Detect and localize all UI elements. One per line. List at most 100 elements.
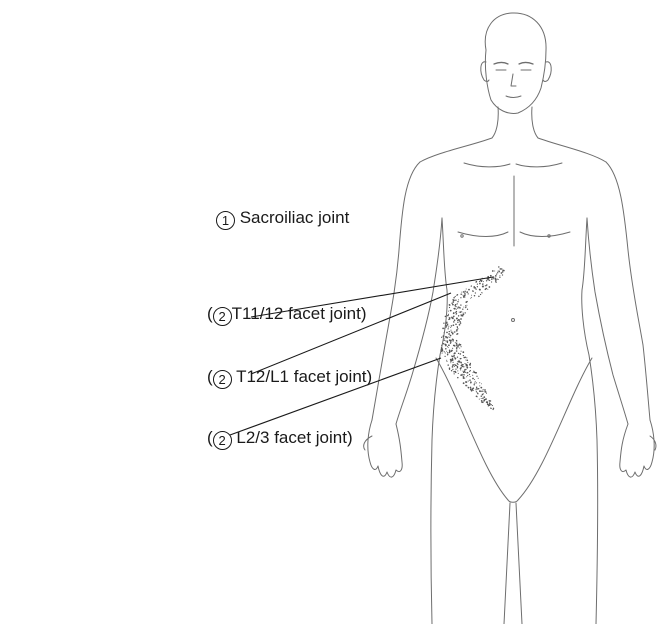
stipple-dot: [481, 383, 482, 384]
stipple-dot: [499, 277, 500, 278]
stipple-dot: [483, 396, 485, 398]
stipple-dot: [459, 362, 460, 363]
stipple-dot: [467, 375, 468, 376]
stipple-dot: [457, 367, 458, 368]
stipple-dot: [452, 364, 454, 366]
stipple-dot: [464, 293, 465, 294]
stipple-dot: [488, 405, 489, 406]
left-hand: [364, 420, 403, 477]
stipple-dot: [481, 280, 483, 282]
stipple-dot: [450, 342, 451, 343]
stipple-dot: [477, 393, 478, 394]
stipple-dot: [460, 367, 462, 369]
stipple-dot: [459, 307, 461, 309]
stipple-dot: [456, 347, 457, 348]
stipple-dot: [449, 337, 450, 338]
stipple-dot: [474, 379, 475, 380]
stipple-dot: [462, 315, 464, 317]
stipple-dot: [452, 362, 453, 363]
stipple-dot: [476, 376, 477, 377]
stipple-dot: [470, 387, 471, 388]
stipple-dot: [482, 283, 483, 284]
stipple-dot: [452, 369, 453, 370]
stipple-dot: [460, 362, 462, 364]
stipple-dot: [453, 356, 454, 357]
stipple-dot: [464, 378, 465, 379]
mouth: [506, 96, 521, 98]
stipple-dot: [449, 307, 450, 308]
stipple-dot: [482, 402, 483, 403]
stipple-dot: [443, 343, 444, 344]
pain-distribution-area: [440, 266, 504, 410]
stipple-dot: [475, 389, 476, 390]
stipple-dot: [464, 297, 465, 298]
stipple-dot: [462, 295, 463, 296]
stipple-dot: [444, 356, 445, 357]
stipple-dot: [443, 340, 444, 341]
stipple-dot: [441, 348, 443, 350]
label-l2-3-facet-joint: (2 L2/3 facet joint): [207, 428, 353, 450]
stipple-dot: [454, 319, 456, 321]
stipple-dot: [502, 274, 503, 275]
stipple-dot: [458, 373, 459, 374]
neck-left: [420, 107, 498, 162]
stipple-dot: [463, 357, 464, 358]
stipple-dot: [448, 311, 449, 312]
stipple-dot: [470, 367, 471, 368]
right-arm-inner: [587, 218, 628, 424]
stipple-dot: [463, 307, 464, 308]
stipple-dot: [493, 408, 494, 409]
stipple-dot: [454, 331, 455, 332]
stipple-dot: [449, 369, 450, 370]
stipple-dot: [445, 325, 446, 326]
stipple-dot: [466, 365, 467, 366]
stipple-dot: [465, 360, 466, 361]
stipple-dot: [465, 301, 467, 303]
stipple-dot: [486, 280, 487, 281]
stipple-dot: [456, 341, 457, 342]
stipple-dot: [457, 361, 459, 363]
stipple-dot: [458, 299, 459, 300]
stipple-dot: [461, 292, 462, 293]
stipple-dot: [484, 389, 486, 391]
stipple-dot: [466, 367, 468, 369]
stipple-dot: [490, 275, 492, 277]
stipple-dot: [456, 340, 457, 341]
stipple-dot: [452, 299, 453, 300]
stipple-dot: [470, 376, 471, 377]
stipple-dot: [456, 343, 457, 344]
stipple-dot: [455, 300, 456, 301]
stipple-dot: [468, 387, 470, 389]
stipple-dot: [461, 346, 462, 347]
label-sacroiliac-joint: 1 Sacroiliac joint: [216, 208, 349, 230]
stipple-dot: [468, 381, 469, 382]
stipple-dot: [485, 285, 486, 286]
stipple-dot: [458, 306, 460, 308]
stipple-dot: [454, 366, 455, 367]
stipple-dot: [473, 372, 474, 373]
stipple-dot: [466, 381, 468, 383]
stipple-dot: [451, 370, 452, 371]
stipple-dot: [470, 363, 471, 364]
stipple-dot: [470, 381, 472, 383]
stipple-dot: [471, 297, 472, 298]
stipple-dot: [481, 400, 483, 402]
stipple-dot: [492, 270, 494, 272]
stipple-dot: [462, 371, 463, 372]
stipple-dot: [448, 347, 449, 348]
right-hand: [620, 420, 656, 477]
stipple-dot: [468, 293, 469, 294]
stipple-dot: [458, 353, 459, 354]
stipple-dot: [477, 286, 478, 287]
stipple-dot: [463, 366, 464, 367]
stipple-dot: [460, 304, 461, 305]
stipple-dot: [469, 364, 471, 366]
stipple-dot: [452, 359, 453, 360]
stipple-dot: [461, 351, 462, 352]
stipple-dot: [481, 292, 482, 293]
stipple-dot: [463, 376, 465, 378]
stipple-dot: [447, 328, 448, 329]
stipple-dot: [466, 376, 467, 377]
stipple-dot: [483, 281, 484, 282]
